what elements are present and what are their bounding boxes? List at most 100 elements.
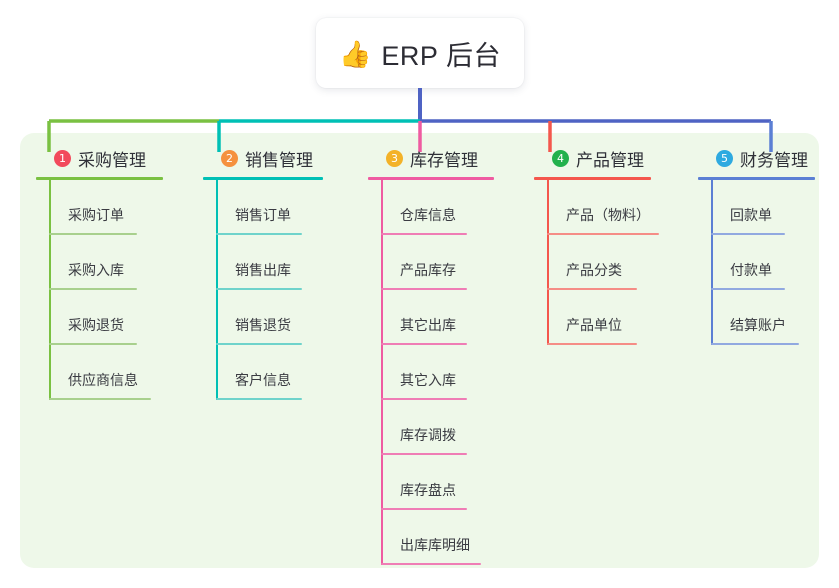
branch-column-4: 4 产品管理产品（物料） 产品分类产品单位 <box>534 145 684 345</box>
branch-item-label: 销售退货 <box>235 317 291 333</box>
branch-item-label: 出库库明细 <box>400 537 470 553</box>
branch-item[interactable]: 供应商信息 <box>36 345 186 400</box>
branch-item[interactable]: 销售订单 <box>203 180 353 235</box>
branch-item-label: 产品（物料） <box>566 207 650 223</box>
branch-item-rule <box>49 233 137 235</box>
branch-column-5: 5 财务管理回款单付款单结算账户 <box>698 145 838 345</box>
branch-item-rule <box>381 563 481 565</box>
branch-title-2: 销售管理 <box>245 150 313 170</box>
branch-item-label: 销售出库 <box>235 262 291 278</box>
branch-header-rule-4 <box>534 177 651 180</box>
thumbs-up-icon: 👍 <box>339 39 372 69</box>
branch-item-label: 仓库信息 <box>400 207 456 223</box>
branch-title-3: 库存管理 <box>410 150 478 170</box>
branch-item-label: 供应商信息 <box>68 372 138 388</box>
branch-item-label: 产品库存 <box>400 262 456 278</box>
branch-item[interactable]: 客户信息 <box>203 345 353 400</box>
branch-item-label: 其它出库 <box>400 317 456 333</box>
branch-item[interactable]: 产品库存 <box>368 235 518 290</box>
branch-item-rule <box>216 343 302 345</box>
branch-item[interactable]: 库存盘点 <box>368 455 518 510</box>
branch-item-rule <box>547 343 637 345</box>
branch-item[interactable]: 采购退货 <box>36 290 186 345</box>
branch-item-rule <box>381 398 467 400</box>
branch-items-2: 销售订单销售出库销售退货客户信息 <box>203 180 353 400</box>
branch-item-label: 客户信息 <box>235 372 291 388</box>
branch-items-3: 仓库信息产品库存其它出库其它入库库存调拨库存盘点出库库明细 <box>368 180 518 565</box>
branch-item-label: 库存调拨 <box>400 427 456 443</box>
branch-item[interactable]: 销售出库 <box>203 235 353 290</box>
branch-header-3[interactable]: 3 库存管理 <box>368 145 518 171</box>
branch-item-label: 采购入库 <box>68 262 124 278</box>
branch-item-rule <box>547 288 637 290</box>
branch-item[interactable]: 结算账户 <box>698 290 838 345</box>
branch-title-5: 财务管理 <box>740 150 808 170</box>
branches-panel <box>20 133 819 568</box>
branch-item-rule <box>711 288 785 290</box>
branch-header-rule-5 <box>698 177 815 180</box>
branch-item-label: 销售订单 <box>235 207 291 223</box>
branch-item-label: 产品单位 <box>566 317 622 333</box>
branch-item[interactable]: 其它出库 <box>368 290 518 345</box>
branch-items-4: 产品（物料） 产品分类产品单位 <box>534 180 684 345</box>
branch-item-label: 采购退货 <box>68 317 124 333</box>
branch-item-label: 回款单 <box>730 207 772 223</box>
branch-item-rule <box>216 398 302 400</box>
branch-spine-4 <box>547 180 549 345</box>
branch-column-1: 1 采购管理采购订单采购入库采购退货供应商信息 <box>36 145 186 400</box>
branch-item-rule <box>381 453 467 455</box>
branch-item[interactable]: 其它入库 <box>368 345 518 400</box>
branch-column-2: 2 销售管理销售订单销售出库销售退货客户信息 <box>203 145 353 400</box>
branch-item-rule <box>381 343 467 345</box>
branch-item[interactable]: 库存调拨 <box>368 400 518 455</box>
branch-item-rule <box>547 233 659 235</box>
branch-spine-3 <box>381 180 383 565</box>
branch-item-rule <box>711 233 785 235</box>
branch-number-badge-5: 5 <box>716 149 733 167</box>
branch-header-4[interactable]: 4 产品管理 <box>534 145 684 171</box>
branch-number-badge-1: 1 <box>54 149 71 167</box>
branch-item-label: 库存盘点 <box>400 482 456 498</box>
branch-number-badge-2: 2 <box>221 149 238 167</box>
branch-number-badge-3: 3 <box>386 149 403 167</box>
branch-spine-1 <box>49 180 51 400</box>
branch-item-rule <box>381 233 467 235</box>
branch-number-badge-4: 4 <box>552 149 569 167</box>
branch-item[interactable]: 产品分类 <box>534 235 684 290</box>
branch-item[interactable]: 产品单位 <box>534 290 684 345</box>
branch-item-label: 其它入库 <box>400 372 456 388</box>
branch-title-4: 产品管理 <box>576 150 644 170</box>
branch-items-1: 采购订单采购入库采购退货供应商信息 <box>36 180 186 400</box>
branch-item-rule <box>711 343 799 345</box>
branch-items-5: 回款单付款单结算账户 <box>698 180 838 345</box>
branch-item-rule <box>216 288 302 290</box>
branch-spine-5 <box>711 180 713 345</box>
branch-header-5[interactable]: 5 财务管理 <box>698 145 838 171</box>
branch-header-2[interactable]: 2 销售管理 <box>203 145 353 171</box>
branch-item-rule <box>49 343 137 345</box>
branch-item[interactable]: 回款单 <box>698 180 838 235</box>
branch-item[interactable]: 出库库明细 <box>368 510 518 565</box>
branch-item-label: 付款单 <box>730 262 772 278</box>
branch-header-1[interactable]: 1 采购管理 <box>36 145 186 171</box>
branch-item[interactable]: 采购入库 <box>36 235 186 290</box>
branch-header-rule-1 <box>36 177 163 180</box>
branch-item-rule <box>49 398 151 400</box>
branch-title-1: 采购管理 <box>78 150 146 170</box>
branch-item-rule <box>216 233 302 235</box>
branch-item[interactable]: 产品（物料） <box>534 180 684 235</box>
branch-column-3: 3 库存管理仓库信息产品库存其它出库其它入库库存调拨库存盘点出库库明细 <box>368 145 518 565</box>
root-node-card[interactable]: 👍 ERP 后台 <box>316 18 524 88</box>
branch-header-rule-2 <box>203 177 323 180</box>
branch-item-rule <box>49 288 137 290</box>
root-node-title: ERP 后台 <box>381 40 501 71</box>
branch-item[interactable]: 销售退货 <box>203 290 353 345</box>
branch-item-label: 采购订单 <box>68 207 124 223</box>
branch-spine-2 <box>216 180 218 400</box>
branch-item[interactable]: 采购订单 <box>36 180 186 235</box>
branch-item-label: 产品分类 <box>566 262 622 278</box>
branch-item[interactable]: 付款单 <box>698 235 838 290</box>
branch-item[interactable]: 仓库信息 <box>368 180 518 235</box>
